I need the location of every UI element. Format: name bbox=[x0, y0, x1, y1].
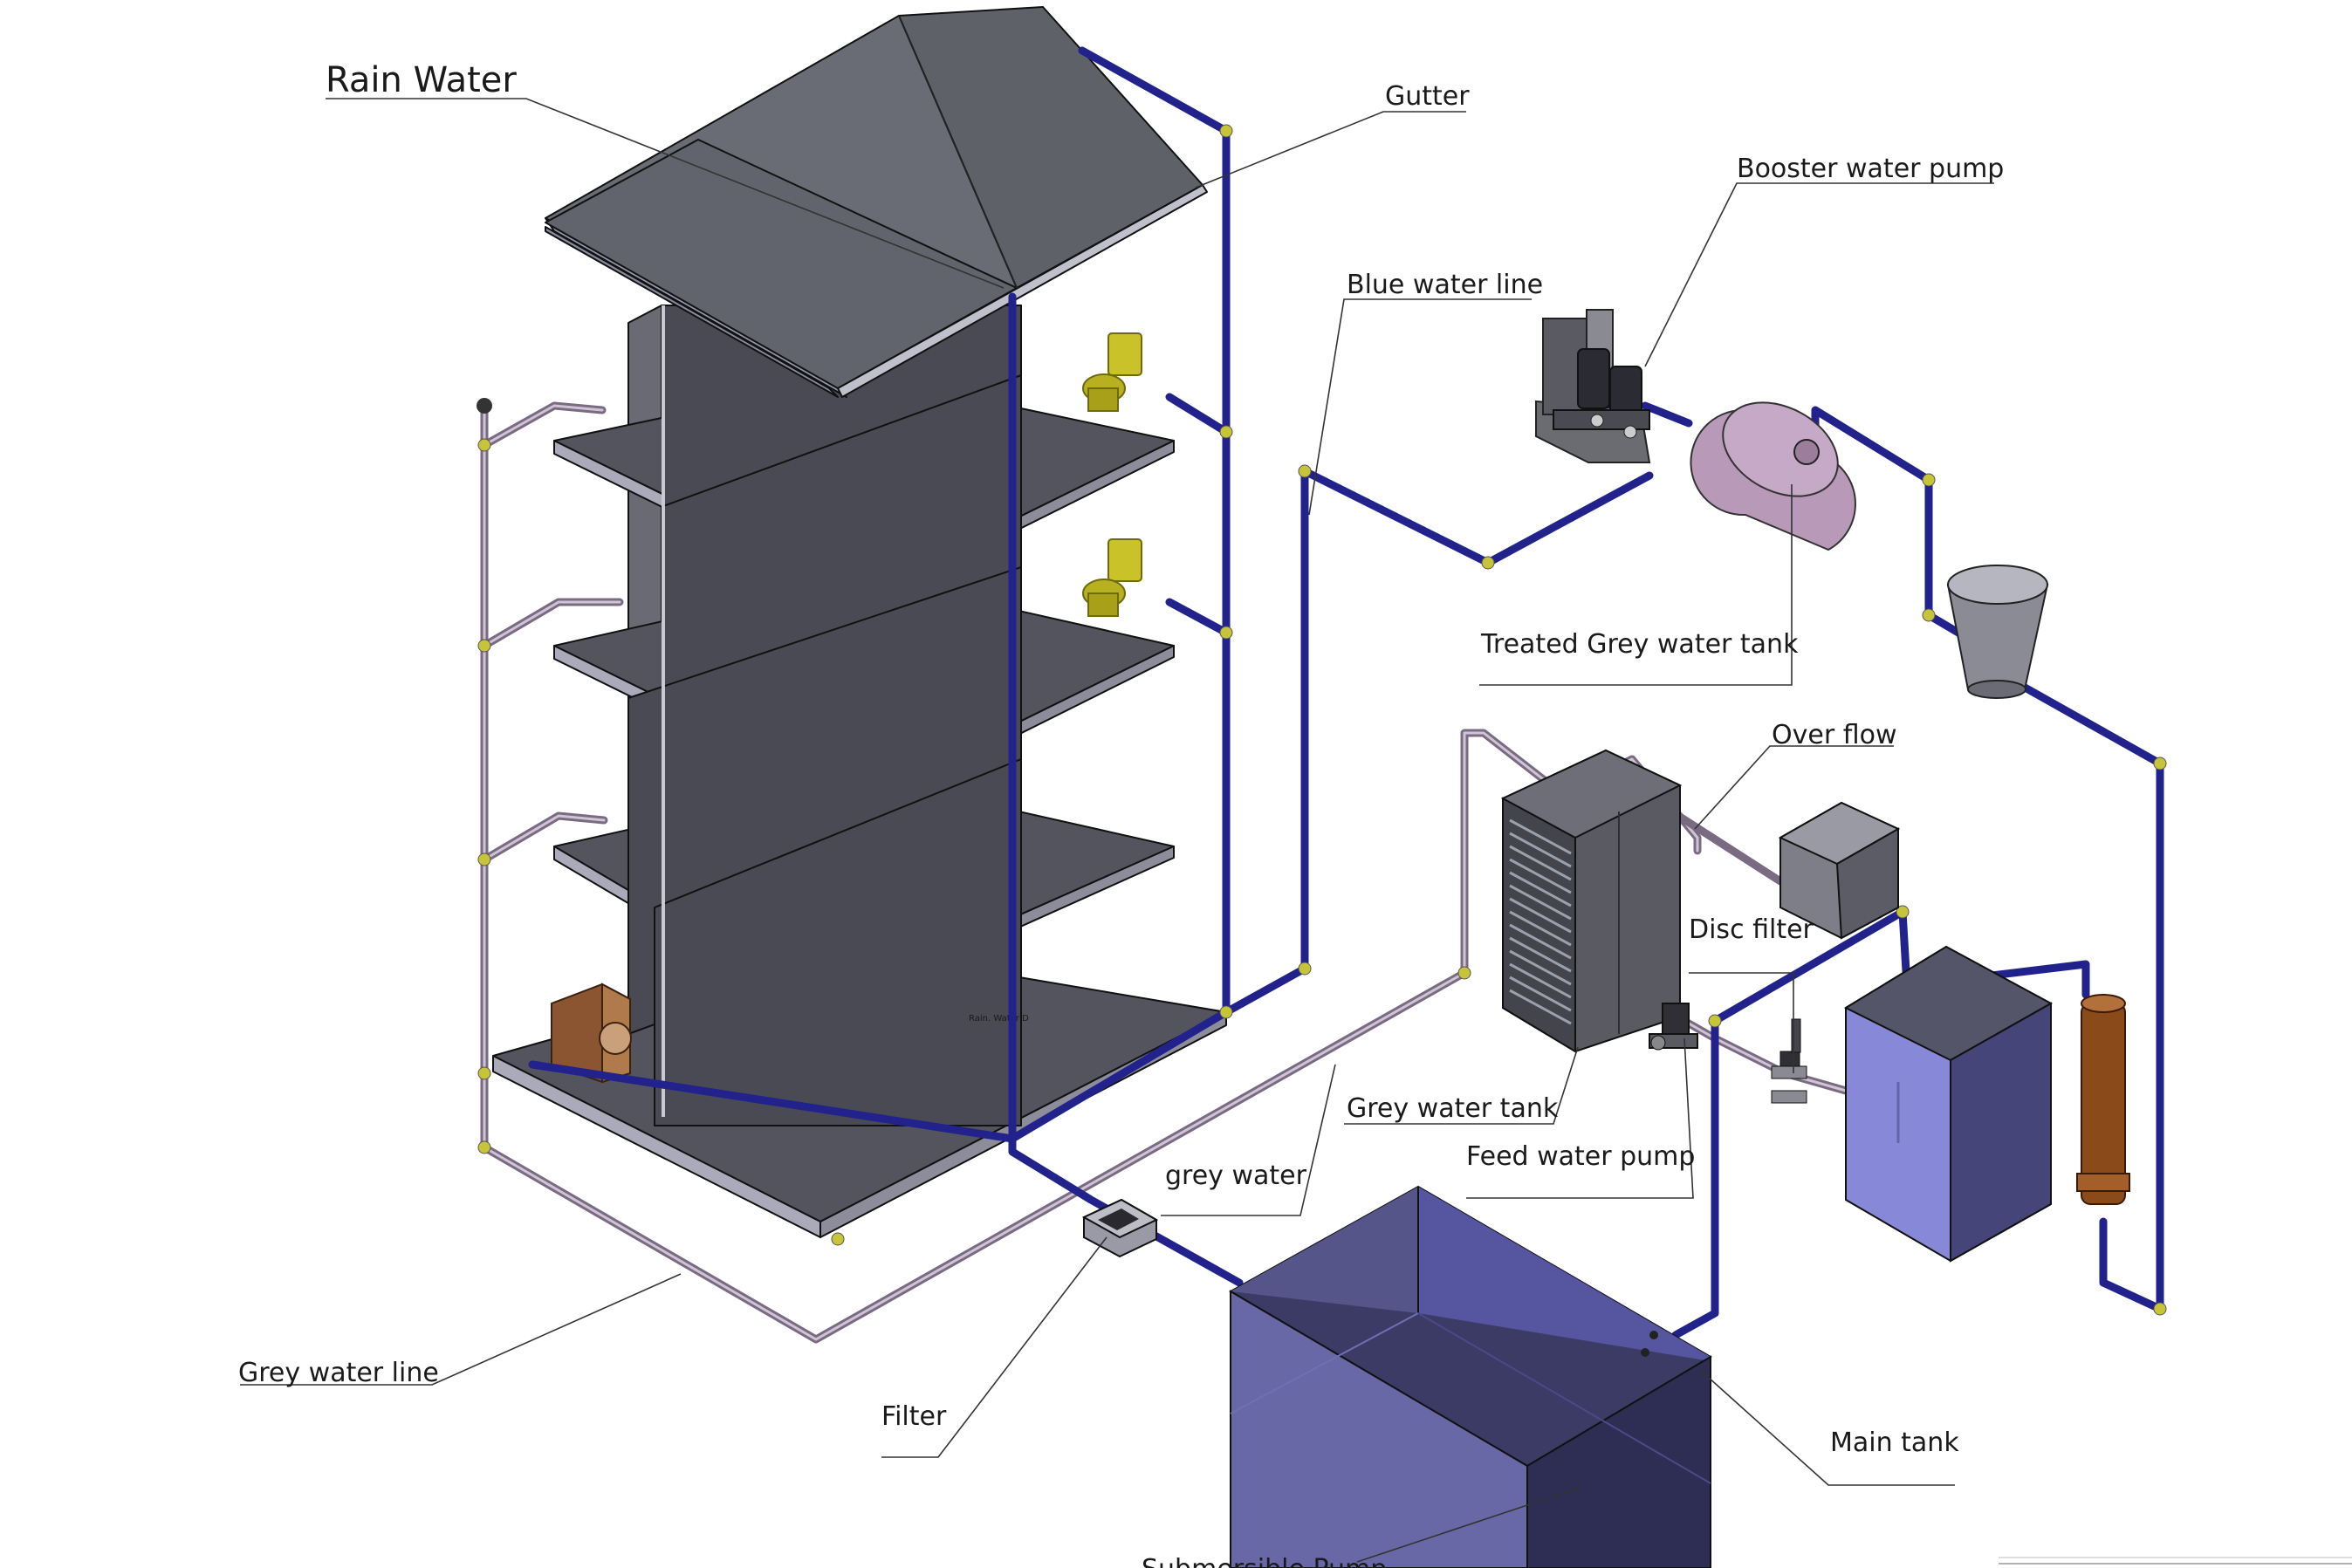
pipe-fittings bbox=[477, 124, 2167, 1316]
toilet-icon bbox=[1082, 538, 1142, 617]
main-tank bbox=[1228, 1185, 1712, 1568]
grey-water-tank bbox=[1500, 749, 1683, 1053]
toilet-icon bbox=[1082, 332, 1142, 412]
label-grey-water: grey water bbox=[1165, 1161, 1307, 1191]
label-disc-filter: Disc filter bbox=[1689, 914, 1814, 945]
label-filter: Filter bbox=[881, 1401, 947, 1432]
floor-tag: Rain. Water D bbox=[969, 1014, 1029, 1024]
label-treated-grey-water-tank: Treated Grey water tank bbox=[1480, 629, 1799, 660]
treated-grey-water-tank bbox=[1690, 401, 1856, 551]
feed-pump bbox=[1649, 1003, 1698, 1051]
label-submersible-pump: Submersible Pump bbox=[1142, 1554, 1387, 1568]
leader-lines bbox=[240, 98, 1994, 1563]
label-booster-pump: Booster water pump bbox=[1737, 154, 2004, 184]
disc-filter-box bbox=[1843, 945, 2054, 1263]
overhead-tank bbox=[1946, 565, 2049, 699]
label-rain-water: Rain Water bbox=[326, 60, 517, 100]
label-main-tank: Main tank bbox=[1830, 1428, 1959, 1458]
label-grey-water-line: Grey water line bbox=[238, 1358, 439, 1388]
wall-panel-1 bbox=[654, 758, 1022, 1126]
label-over-flow: Over flow bbox=[1772, 720, 1896, 750]
labels: Rain Water Gutter Booster water pump Blu… bbox=[238, 60, 2004, 1568]
label-blue-water-line: Blue water line bbox=[1347, 270, 1543, 300]
title-block-fragment bbox=[1999, 1557, 2352, 1565]
overflow-box bbox=[1778, 801, 1901, 940]
building: Rain. Water D bbox=[492, 305, 1227, 1238]
roof-front-face bbox=[545, 226, 839, 398]
filter-box bbox=[1081, 1198, 1159, 1258]
gutter-edge bbox=[837, 184, 1208, 398]
carbon-filter-cylinder bbox=[2076, 994, 2130, 1205]
valve-icon bbox=[1771, 1018, 1807, 1104]
label-feed-water-pump: Feed water pump bbox=[1466, 1141, 1695, 1172]
label-gutter: Gutter bbox=[1385, 81, 1470, 112]
booster-pump-unit bbox=[1535, 309, 1651, 463]
label-grey-water-tank: Grey water tank bbox=[1347, 1093, 1559, 1124]
washing-machine-icon bbox=[551, 983, 632, 1084]
